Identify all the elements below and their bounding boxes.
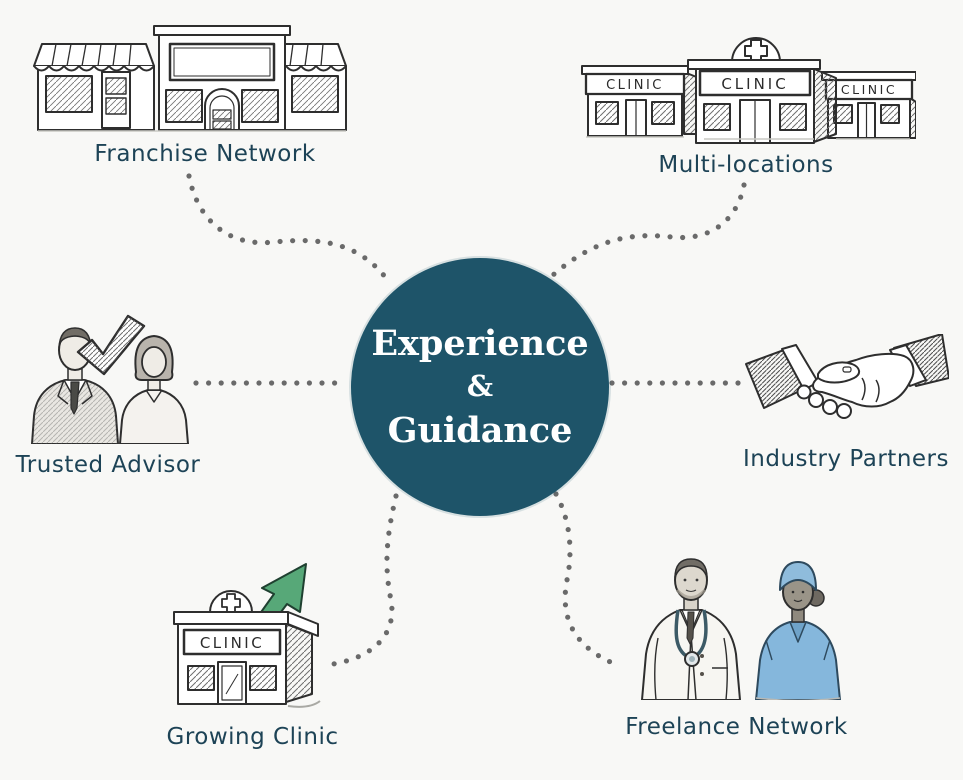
doctor-nurse-icon <box>641 558 841 700</box>
advisors-checkmark-icon <box>31 314 189 444</box>
node-label-freelance-network: Freelance Network <box>625 714 848 740</box>
clinic-sign-left: CLINIC <box>606 78 664 93</box>
node-growing-clinic: CLINIC Growing Clinic <box>160 556 345 750</box>
clinic-buildings-icon: CLINIC CLINIC CLINIC <box>581 37 916 144</box>
node-multi-locations: CLINIC CLINIC CLINIC Multi-locations <box>576 26 916 178</box>
node-label-multi-locations: Multi-locations <box>658 152 834 178</box>
clinic-sign-right: CLINIC <box>841 82 897 97</box>
connector-freelance <box>553 491 623 669</box>
node-label-trusted-advisor: Trusted Advisor <box>15 452 201 478</box>
node-label-franchise-network: Franchise Network <box>94 141 316 167</box>
node-label-growing-clinic: Growing Clinic <box>166 724 339 750</box>
clinic-growth-arrow-icon: CLINIC <box>173 563 321 708</box>
node-franchise-network: Franchise Network <box>32 10 352 167</box>
handshake-icon <box>744 334 949 419</box>
connector-multi-locations <box>550 182 747 278</box>
clinic-sign-center: CLINIC <box>721 75 788 93</box>
center-title-line2: Guidance <box>387 409 573 451</box>
center-title-ampersand: & <box>466 369 494 404</box>
center-title-line1: Experience <box>371 323 589 365</box>
node-trusted-advisor: Trusted Advisor <box>8 312 208 478</box>
node-freelance-network: Freelance Network <box>614 548 859 740</box>
center-hub-circle: Experience & Guidance <box>351 258 609 516</box>
storefront-icon <box>33 25 347 132</box>
connector-franchise <box>186 173 389 281</box>
node-label-industry-partners: Industry Partners <box>743 446 949 472</box>
clinic-sign-growing: CLINIC <box>200 634 264 652</box>
node-industry-partners: Industry Partners <box>742 334 950 472</box>
